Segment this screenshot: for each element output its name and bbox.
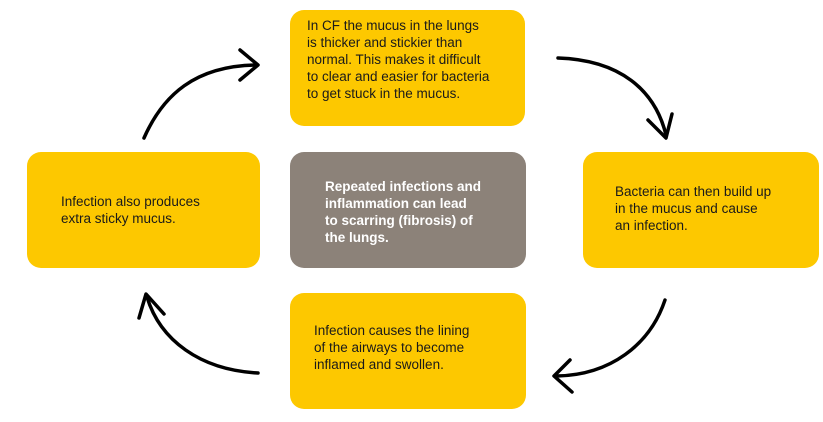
cycle-box-inflamed-airways-text: Infection causes the lining of the airwa… — [314, 323, 470, 372]
arrow-left-to-top — [142, 48, 260, 140]
cycle-box-bacteria-infection-text: Bacteria can then build up in the mucus … — [615, 184, 772, 233]
cycle-box-thick-mucus-text: In CF the mucus in the lungs is thicker … — [307, 18, 490, 101]
center-box-scarring: Repeated infections and inflammation can… — [290, 152, 526, 268]
cycle-box-sticky-mucus-text: Infection also produces extra sticky muc… — [61, 194, 200, 226]
cycle-box-inflamed-airways: Infection causes the lining of the airwa… — [290, 293, 526, 409]
arrow-bottom-to-left — [137, 292, 260, 375]
cycle-box-bacteria-infection: Bacteria can then build up in the mucus … — [583, 152, 819, 268]
cycle-box-thick-mucus: In CF the mucus in the lungs is thicker … — [290, 10, 525, 126]
arrow-top-to-right — [556, 56, 674, 140]
arrow-right-to-bottom — [552, 298, 667, 394]
cycle-box-sticky-mucus: Infection also produces extra sticky muc… — [27, 152, 260, 268]
center-box-scarring-text: Repeated infections and inflammation can… — [325, 179, 482, 245]
